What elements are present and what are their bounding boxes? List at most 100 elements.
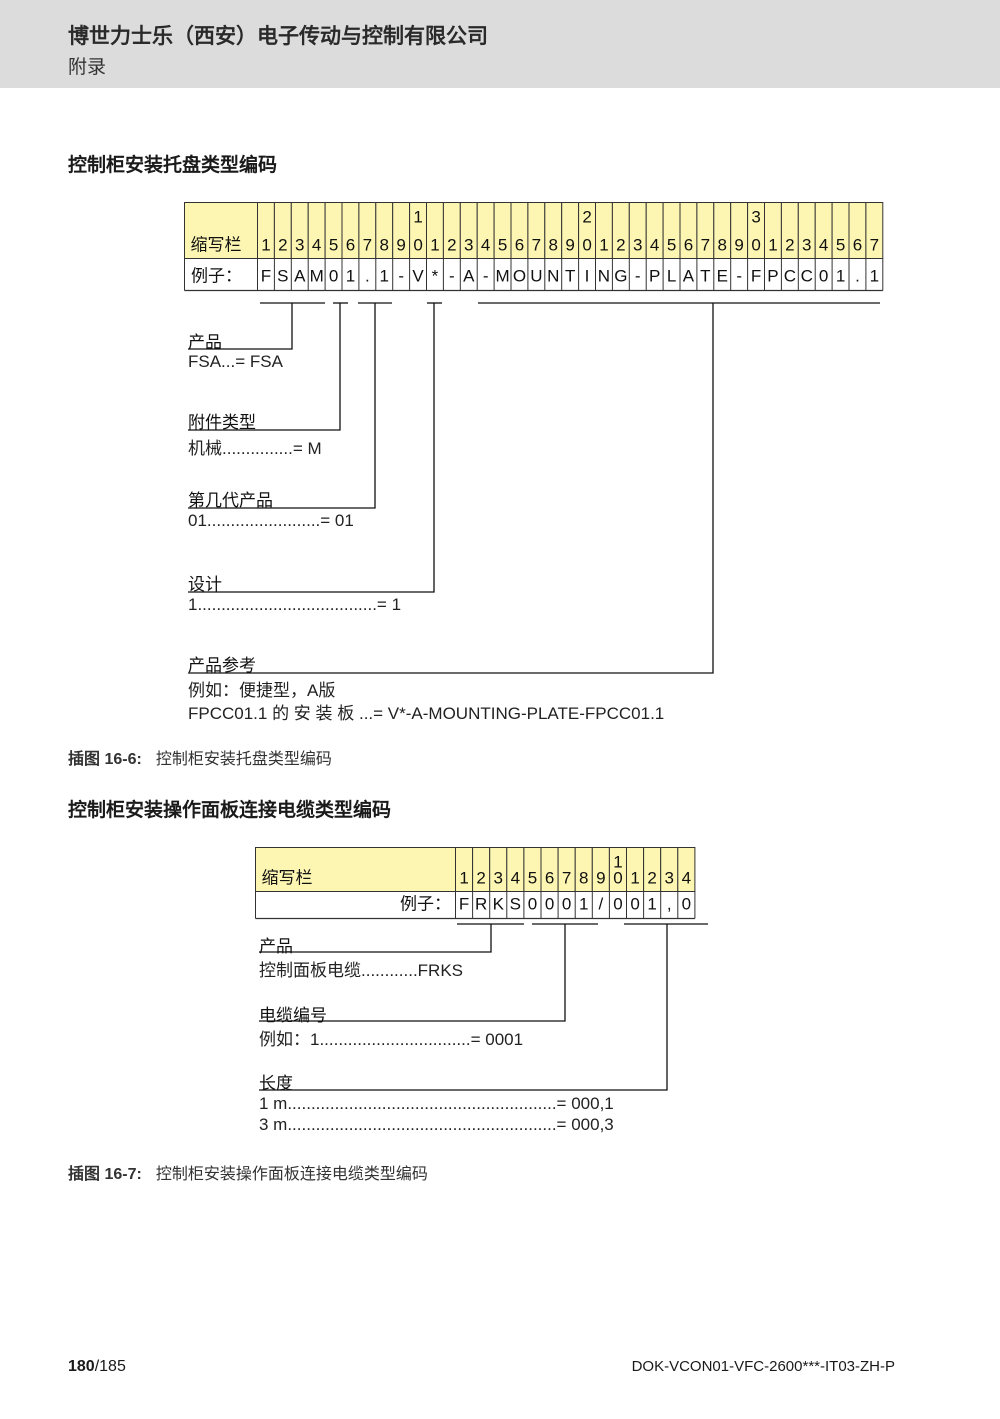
fig1-position-digit: 2 (447, 236, 456, 255)
fig2-field-length-title: 长度 (259, 1074, 293, 1093)
fig1-example-label: 例子： (191, 267, 242, 286)
fig1-example-char: U (530, 267, 542, 286)
fig1-example-char: N (547, 267, 559, 286)
figure2-caption-number: 插图 16-7: (68, 1166, 142, 1183)
fig1-position-digit: 6 (684, 236, 693, 255)
fig2-position-digit: 3 (665, 869, 674, 888)
fig1-example-char: - (449, 267, 455, 286)
fig2-field-length-value-1m: 1 m.....................................… (259, 1094, 614, 1113)
fig2-position-digit: 3 (494, 869, 503, 888)
fig1-position-digit: 1 (261, 236, 270, 255)
fig1-position-digit: 3 (295, 236, 304, 255)
fig2-position-digit: 0 (613, 869, 622, 888)
fig2-example-char: 0 (613, 895, 622, 914)
fig2-field-product-title: 产品 (259, 937, 293, 956)
fig1-example-char: 1 (836, 267, 845, 286)
fig1-example-char: E (717, 267, 728, 286)
fig2-example-char: 0 (630, 895, 639, 914)
page-current: 180 (68, 1358, 95, 1375)
fig2-example-char: 0 (562, 895, 571, 914)
fig2-position-cell (677, 847, 696, 892)
fig1-position-digit: 4 (819, 236, 828, 255)
fig1-example-char: N (598, 267, 610, 286)
fig1-tens-digit: 2 (582, 208, 591, 227)
fig1-example-char: V (412, 267, 424, 286)
fig1-position-digit: 4 (481, 236, 490, 255)
fig1-example-char: G (614, 267, 627, 286)
fig2-example-char: 0 (545, 895, 554, 914)
fig1-position-cell (865, 202, 884, 259)
fig1-tens-digit: 3 (751, 208, 760, 227)
fig1-position-digit: 2 (278, 236, 287, 255)
figure1-caption-text: 控制柜安装托盘类型编码 (155, 751, 332, 768)
page-header: 博世力士乐（西安）电子传动与控制有限公司 附录 (0, 0, 1000, 88)
fig2-position-digit: 2 (647, 869, 656, 888)
fig1-position-digit: 9 (396, 236, 405, 255)
fig1-example-char: - (398, 267, 404, 286)
fig1-position-digit: 0 (751, 236, 760, 255)
fig1-position-digit: 8 (549, 236, 558, 255)
fig1-position-digit: 5 (836, 236, 845, 255)
fig2-position-digit: 5 (528, 869, 537, 888)
fig1-position-digit: 4 (312, 236, 321, 255)
fig1-example-char: 1 (870, 267, 879, 286)
fig1-field-reference-value: FPCC01.1 的 安 装 板 ...= V*-A-MOUNTING-PLAT… (188, 704, 665, 723)
fig1-example-char: * (432, 267, 439, 286)
fig2-example-char: 1 (579, 895, 588, 914)
page-number: 180/185 (68, 1358, 126, 1376)
fig1-example-char: - (635, 267, 641, 286)
figure2-heading: 控制柜安装操作面板连接电缆类型编码 (68, 800, 392, 821)
fig1-position-digit: 8 (718, 236, 727, 255)
fig1-example-char: 1 (380, 267, 389, 286)
fig1-position-digit: 6 (853, 236, 862, 255)
fig1-tens-digit: 1 (413, 208, 422, 227)
figure1-type-code-table: 缩写栏例子：1F2S3A4M50617.819-10V1*2-3A4-5M6O7… (184, 202, 884, 292)
fig1-position-digit: 9 (734, 236, 743, 255)
fig1-example-char: A (463, 267, 475, 286)
fig1-position-digit: 1 (768, 236, 777, 255)
fig1-position-digit: 5 (329, 236, 338, 255)
fig1-position-digit: 2 (616, 236, 625, 255)
fig2-position-digit: 9 (596, 869, 605, 888)
fig1-field-product-value: FSA...= FSA (188, 352, 283, 371)
fig1-label-cell (184, 202, 258, 259)
fig1-example-char: 0 (329, 267, 338, 286)
fig1-example-char: M (495, 267, 509, 286)
fig1-example-char: I (585, 267, 590, 286)
figure1-caption-number: 插图 16-6: (68, 751, 142, 768)
fig2-example-char: , (667, 895, 672, 914)
fig1-field-design-value: 1......................................=… (188, 595, 402, 614)
fig2-tens-digit: 1 (613, 853, 622, 872)
fig1-position-digit: 5 (667, 236, 676, 255)
fig2-field-cable-number-value: 例如：1................................= 00… (259, 1030, 524, 1049)
figure2-caption: 插图 16-7: 控制柜安装操作面板连接电缆类型编码 (68, 1160, 428, 1184)
fig2-position-digit: 6 (545, 869, 554, 888)
fig2-example-char: F (459, 895, 469, 914)
fig1-field-reference-example: 例如：便捷型，A版 (188, 681, 336, 700)
fig2-position-digit: 4 (511, 869, 520, 888)
fig1-example-char: A (683, 267, 695, 286)
fig1-field-generation-value: 01........................= 01 (188, 511, 354, 530)
fig1-position-digit: 0 (582, 236, 591, 255)
fig2-row-label: 缩写栏 (262, 869, 313, 888)
fig2-label-cell (255, 847, 456, 892)
fig1-position-digit: 4 (650, 236, 659, 255)
fig1-position-digit: 1 (599, 236, 608, 255)
fig1-example-char: S (277, 267, 288, 286)
fig2-example-char: 0 (682, 895, 691, 914)
fig1-position-digit: 1 (430, 236, 439, 255)
fig1-position-digit: 0 (413, 236, 422, 255)
fig1-example-char: . (365, 267, 370, 286)
fig1-field-product-title: 产品 (188, 333, 222, 352)
fig2-field-length-value-3m: 3 m.....................................… (259, 1115, 614, 1134)
fig1-example-char: F (751, 267, 761, 286)
section-name: 附录 (68, 57, 107, 78)
fig1-example-char: T (565, 267, 575, 286)
fig1-position-digit: 8 (380, 236, 389, 255)
fig1-field-accessory-title: 附件类型 (188, 413, 256, 432)
fig2-field-cable-number-title: 电缆编号 (259, 1006, 327, 1025)
fig2-example-char: R (475, 895, 487, 914)
fig1-example-char: - (483, 267, 489, 286)
fig1-position-digit: 3 (633, 236, 642, 255)
figure2-caption-text: 控制柜安装操作面板连接电缆类型编码 (155, 1166, 428, 1183)
